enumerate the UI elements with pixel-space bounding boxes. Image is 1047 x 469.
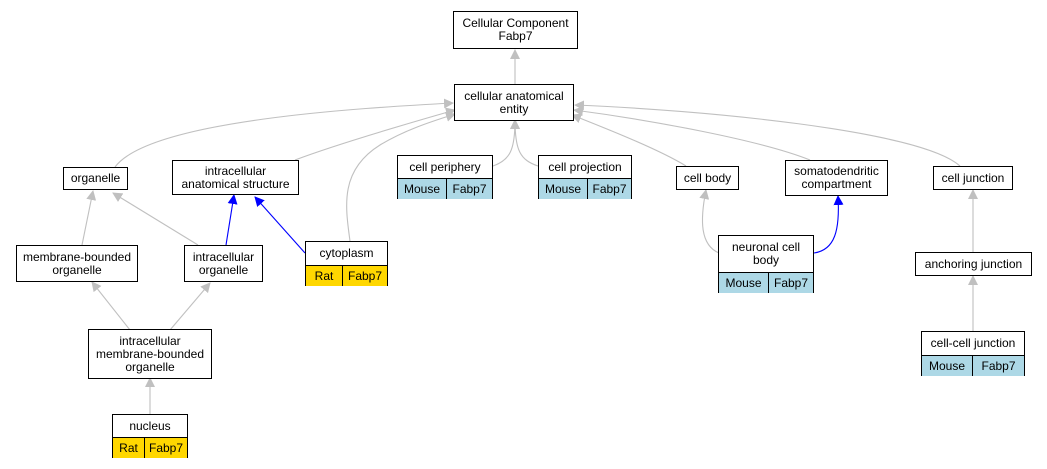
node-title-line3: organelle	[125, 359, 175, 374]
node-title-line2: anatomical structure	[181, 176, 290, 191]
node-title-line2: organelle	[52, 262, 102, 277]
node-title: cell junction	[941, 170, 1005, 185]
node-cellular-anatomical-entity[interactable]: cellular anatomical entity	[454, 84, 574, 121]
annotation-row: Rat Fabp7	[113, 437, 187, 458]
node-intracellular-organelle[interactable]: intracellular organelle	[184, 245, 263, 282]
node-somatodendritic-compartment[interactable]: somatodendritic compartment	[785, 160, 888, 196]
node-cell-projection[interactable]: cell projection Mouse Fabp7	[538, 155, 632, 199]
edge-cell-periphery-to-cae	[492, 119, 520, 167]
node-title: cell-cell junction	[930, 336, 1016, 350]
node-title: cell periphery	[409, 159, 481, 174]
edge-cytoplasm-to-ias	[254, 196, 306, 254]
edge-ias-to-cae	[294, 107, 456, 161]
edge-io-to-ias	[225, 194, 238, 246]
node-cell-cell-junction[interactable]: cell-cell junction Mouse Fabp7	[921, 331, 1025, 376]
node-title: cellular anatomical	[464, 88, 564, 103]
node-cytoplasm[interactable]: cytoplasm Rat Fabp7	[305, 241, 388, 286]
species-cell-rat: Rat	[113, 438, 144, 458]
node-title: nucleus	[129, 418, 171, 433]
node-title: cytoplasm	[319, 246, 374, 260]
gene-cell: Fabp7	[446, 179, 492, 199]
node-title: somatodendritic	[794, 164, 879, 178]
node-title-line2: compartment	[801, 177, 872, 191]
node-intracellular-membrane-bounded-organelle[interactable]: intracellular membrane-bounded organelle	[88, 329, 212, 379]
gene-cell: Fabp7	[972, 356, 1024, 376]
node-title-line2: membrane-bounded	[95, 346, 205, 361]
edge-cell-junction-to-cae	[574, 100, 961, 167]
edge-ncb-to-somatodendritic	[813, 195, 844, 254]
node-nucleus[interactable]: nucleus Rat Fabp7	[112, 414, 188, 458]
species-cell-mouse: Mouse	[922, 356, 972, 376]
node-organelle[interactable]: organelle	[63, 167, 128, 190]
node-title: intracellular	[204, 163, 267, 178]
annotation-row: Mouse Fabp7	[719, 272, 813, 293]
node-title-line2: body	[752, 253, 780, 267]
node-anchoring-junction[interactable]: anchoring junction	[915, 252, 1032, 276]
annotation-row: Mouse Fabp7	[539, 178, 631, 199]
node-cell-body[interactable]: cell body	[676, 166, 739, 190]
edge-cell-projection-to-cae	[510, 119, 539, 167]
edge-io-to-organelle	[112, 192, 199, 246]
annotation-row: Mouse Fabp7	[398, 178, 492, 199]
node-title: cell projection	[548, 159, 622, 174]
edge-organelle-to-cae	[114, 98, 454, 168]
node-membrane-bounded-organelle[interactable]: membrane-bounded organelle	[16, 245, 138, 282]
edge-ncb-to-cell-body	[699, 189, 720, 254]
node-title: intracellular	[119, 333, 181, 348]
annotation-row: Mouse Fabp7	[922, 355, 1024, 376]
species-cell-mouse: Mouse	[539, 179, 587, 199]
node-title-line2: Fabp7	[498, 29, 533, 43]
species-cell-mouse: Mouse	[719, 273, 768, 293]
species-cell-mouse: Mouse	[398, 179, 446, 199]
node-title: organelle	[70, 171, 121, 185]
gene-cell: Fabp7	[587, 179, 631, 199]
node-cellular-component-root[interactable]: Cellular Component Fabp7	[453, 11, 578, 49]
edge-mbo-to-organelle	[81, 190, 97, 246]
node-title: Cellular Component	[462, 16, 569, 30]
node-title: membrane-bounded	[22, 249, 132, 264]
gene-cell: Fabp7	[144, 438, 187, 458]
node-title-line2: organelle	[198, 262, 249, 277]
annotation-row: Rat Fabp7	[306, 265, 387, 286]
node-intracellular-anatomical-structure[interactable]: intracellular anatomical structure	[172, 160, 299, 195]
edge-cell-body-to-cae	[571, 113, 687, 167]
node-title: intracellular	[192, 249, 255, 264]
node-title: anchoring junction	[924, 256, 1023, 271]
gene-cell: Fabp7	[342, 266, 387, 286]
node-cell-junction[interactable]: cell junction	[933, 166, 1013, 190]
edge-imbo-to-io	[169, 282, 211, 331]
node-title: cell body	[683, 170, 732, 185]
node-title-line2: entity	[499, 101, 529, 116]
edge-cytoplasm-to-cae	[346, 111, 456, 242]
species-cell-rat: Rat	[306, 266, 342, 286]
gene-cell: Fabp7	[768, 273, 813, 293]
edge-somatodendritic-to-cae	[573, 106, 811, 161]
edge-imbo-to-mbo	[91, 281, 131, 331]
node-cell-periphery[interactable]: cell periphery Mouse Fabp7	[397, 155, 493, 199]
node-neuronal-cell-body[interactable]: neuronal cell body Mouse Fabp7	[718, 235, 814, 293]
node-title: neuronal cell	[731, 240, 801, 254]
